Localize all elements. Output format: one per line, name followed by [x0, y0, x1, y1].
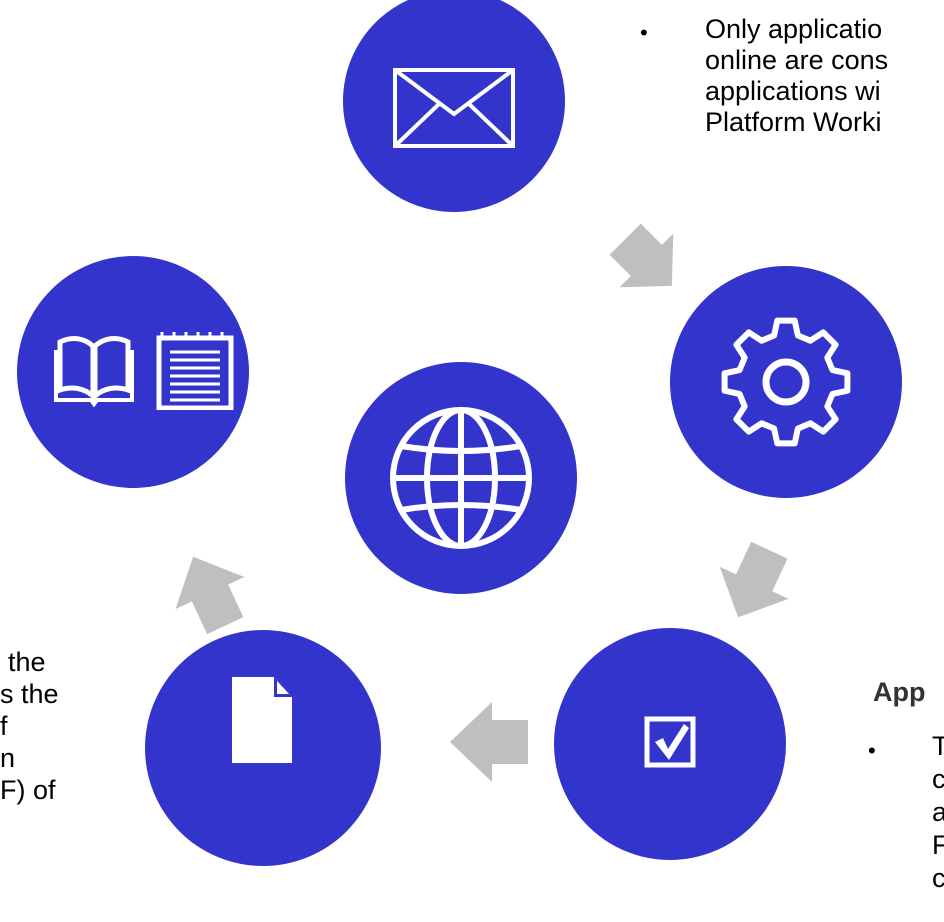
bottom-right-bullet: •: [868, 738, 876, 763]
online-node: [345, 362, 577, 594]
bottom-right-line-1: T: [932, 731, 944, 761]
bottom-right-line-5: c: [932, 863, 944, 893]
envelope-icon: [393, 68, 515, 148]
bottom-left-line-1: the: [8, 647, 46, 677]
arrow-review-to-document: [450, 702, 528, 782]
bottom-left-line-5: F) of: [0, 775, 56, 805]
settings-node: [670, 266, 902, 498]
email-node: [343, 0, 565, 212]
checkbox-checked-icon: [644, 716, 696, 768]
arrow-email-to-settings: [609, 223, 674, 288]
bottom-left-text: the s the f n F) of: [0, 646, 59, 806]
bottom-left-line-3: f: [0, 711, 8, 741]
bottom-right-line-3: a: [932, 797, 944, 827]
top-right-text: Only applicatio online are cons applicat…: [705, 14, 888, 138]
top-right-line-2: online are cons: [705, 45, 889, 75]
arrow-document-to-resources: [175, 556, 245, 635]
book-icon: [54, 336, 134, 408]
bottom-right-heading: App: [873, 677, 926, 707]
bottom-right-text: T c a F c: [932, 730, 944, 895]
bottom-right-line-2: c: [932, 764, 944, 794]
bottom-left-line-2: s the: [0, 679, 59, 709]
top-right-line-4: Platform Worki: [705, 107, 882, 137]
bottom-right-line-4: F: [932, 830, 944, 860]
bottom-left-line-4: n: [0, 743, 16, 773]
resources-node: [17, 256, 249, 488]
review-node: [554, 628, 786, 860]
top-right-bullet: •: [640, 20, 648, 45]
arrow-settings-to-review: [719, 541, 789, 618]
notepad-icon: [156, 332, 234, 410]
document-icon: [232, 677, 292, 763]
top-right-line-1: Only applicatio: [705, 14, 883, 44]
globe-icon: [390, 407, 532, 549]
gear-icon: [721, 317, 851, 447]
document-node: [145, 630, 381, 866]
top-right-line-3: applications wi: [705, 76, 881, 106]
